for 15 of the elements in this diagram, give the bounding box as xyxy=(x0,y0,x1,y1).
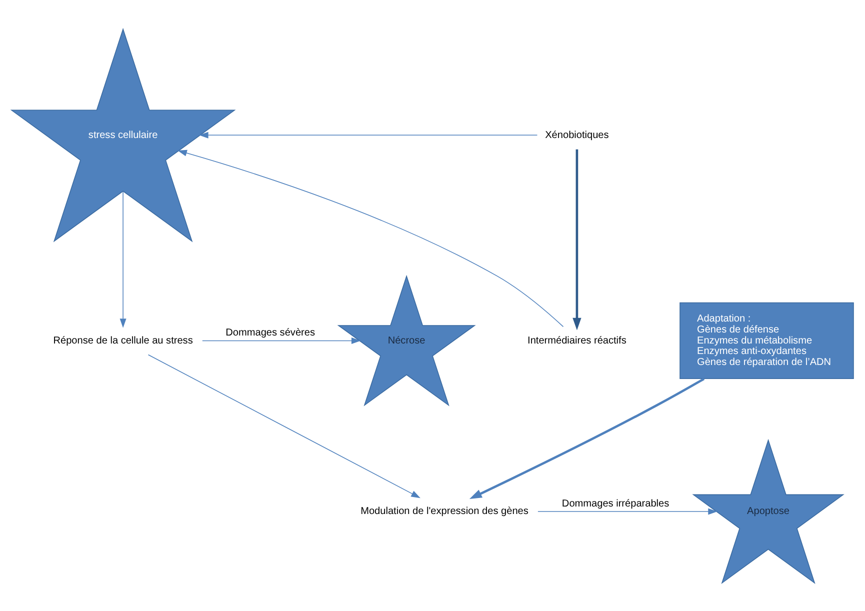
arrow xyxy=(572,148,582,330)
node-text: Xénobiotiques xyxy=(545,129,609,140)
arrow xyxy=(120,190,126,328)
node-text: Modulation de l'expression des gènes xyxy=(360,506,528,517)
arrow xyxy=(202,336,361,344)
arrow xyxy=(148,354,420,498)
arrow xyxy=(469,377,705,499)
arrow xyxy=(538,508,718,514)
edge-label: Dommages irréparables xyxy=(562,498,670,509)
node-box: Adaptation : Gènes de défense Enzymes du métabolisme Enzymes anti-oxydantes Gènes de réparation de l’ADN xyxy=(680,302,854,379)
arrow xyxy=(178,149,564,327)
arrow xyxy=(199,131,538,138)
edge-label: Dommages sévères xyxy=(226,327,316,338)
node-text: Réponse de la cellule au stress xyxy=(53,334,193,346)
node-text: Intermédiaires réactifs xyxy=(528,334,626,346)
